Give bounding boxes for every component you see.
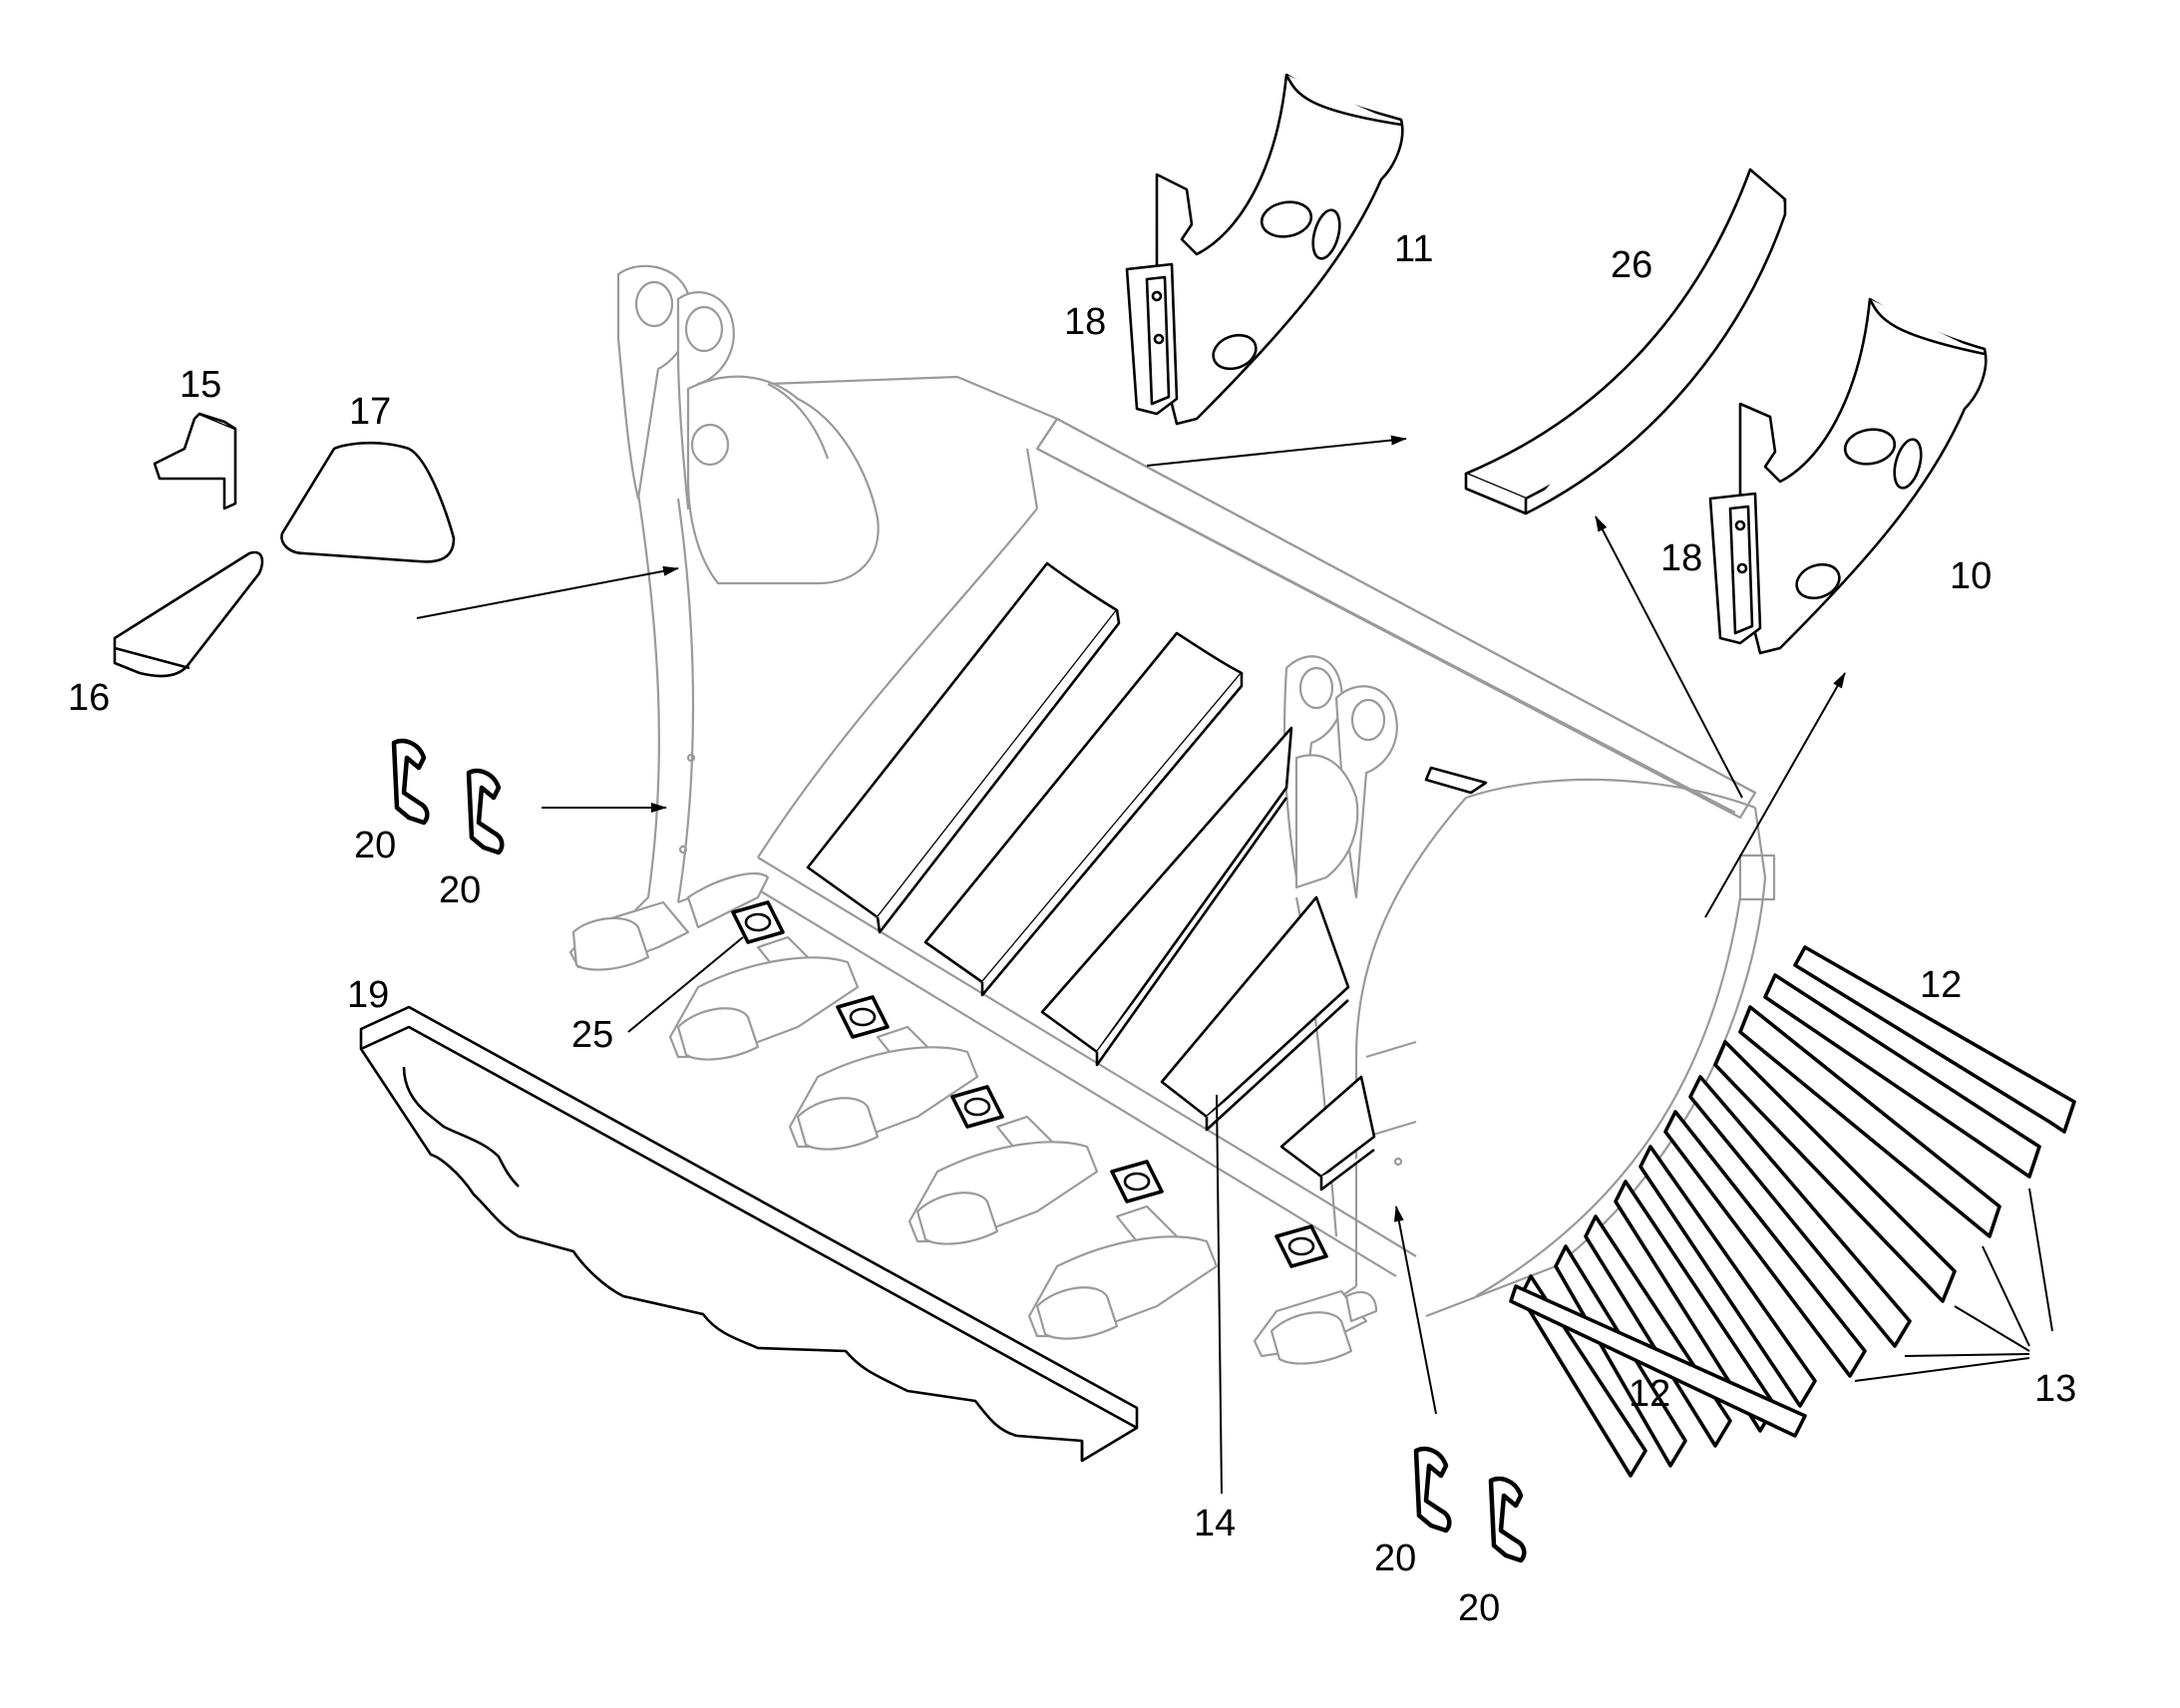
bucket-tooth-tips bbox=[571, 916, 1353, 1365]
tooth-lock-retainers bbox=[731, 900, 1328, 1268]
label-17: 17 bbox=[349, 391, 391, 433]
part-18-upper-plate bbox=[1125, 262, 1179, 416]
part-11-side-cutter bbox=[1155, 73, 1404, 426]
label-16: 16 bbox=[68, 677, 110, 719]
label-13: 13 bbox=[2034, 1368, 2076, 1410]
label-12-lower: 12 bbox=[1629, 1373, 1670, 1415]
part-18-lower-plate bbox=[1708, 492, 1762, 645]
label-20-b: 20 bbox=[439, 869, 481, 911]
arrows-and-leaders bbox=[416, 435, 2053, 1495]
part-12-13-lip-liners bbox=[1509, 945, 2076, 1478]
part-number-labels: 11 18 26 18 10 15 17 16 20 20 19 25 14 2… bbox=[68, 228, 2076, 1629]
label-20-d: 20 bbox=[1458, 1587, 1500, 1629]
label-15: 15 bbox=[180, 364, 221, 406]
label-14: 14 bbox=[1194, 1503, 1236, 1544]
part-15-bracket bbox=[153, 412, 237, 511]
label-26: 26 bbox=[1611, 244, 1652, 286]
part-20-clips-left bbox=[391, 738, 505, 855]
part-10-side-cutter bbox=[1738, 297, 1988, 655]
label-20-c: 20 bbox=[1374, 1537, 1416, 1579]
part-20-clips-right bbox=[1413, 1446, 1527, 1563]
label-20-a: 20 bbox=[354, 825, 396, 866]
label-12-upper: 12 bbox=[1920, 964, 1962, 1006]
label-10: 10 bbox=[1950, 555, 1992, 597]
bucket-wear-strips bbox=[806, 561, 1488, 1192]
part-26-wear-strip bbox=[1464, 168, 1787, 515]
label-11: 11 bbox=[1394, 228, 1433, 270]
label-18-lower: 18 bbox=[1660, 537, 1702, 579]
part-17-plate bbox=[280, 441, 456, 563]
part-19-cutting-edge bbox=[359, 1005, 1139, 1463]
part-16-wedge bbox=[113, 550, 264, 678]
label-18-upper: 18 bbox=[1064, 301, 1106, 343]
label-25: 25 bbox=[571, 1014, 613, 1056]
label-19: 19 bbox=[347, 974, 389, 1016]
